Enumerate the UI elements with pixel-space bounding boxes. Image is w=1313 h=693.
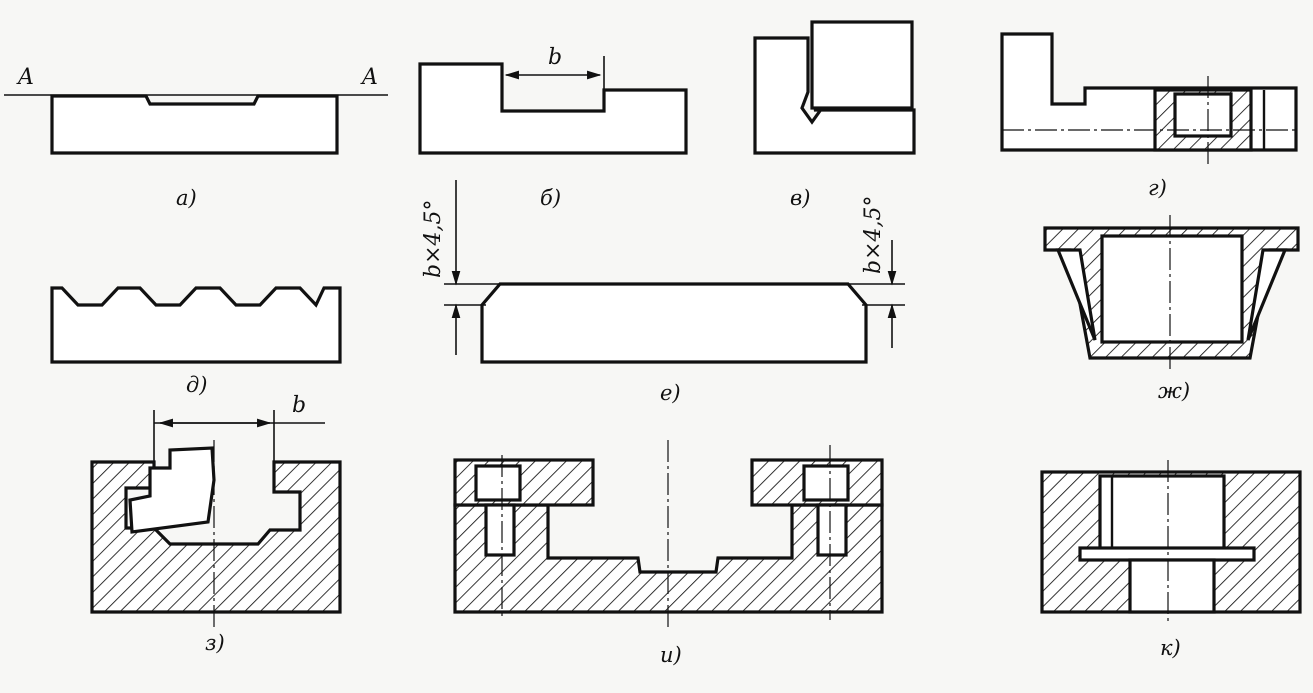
caption-e: е) (660, 381, 681, 405)
section-label-right: A (360, 65, 378, 90)
dim-b-label: b (548, 45, 562, 70)
caption-d: д) (186, 373, 208, 397)
section-label-left: A (16, 65, 34, 90)
part-z-cutter (128, 446, 216, 534)
part-i-hatched-base (453, 503, 884, 614)
dim-z-label: b (292, 393, 306, 418)
caption-g: г) (1148, 176, 1167, 200)
view-a: A A а) (4, 65, 388, 210)
part-e-body (480, 282, 868, 364)
part-i-screw-shank-right (816, 503, 848, 557)
part-zh-left-taper (1055, 248, 1097, 341)
dim-chamfer-right-label: b×4,5° (861, 195, 886, 274)
view-d: д) (50, 286, 342, 397)
part-a-body (50, 94, 339, 155)
dim-chamfer-left-label: b×4,5° (421, 199, 446, 278)
caption-a: а) (176, 186, 197, 210)
part-i-screw-head-right (802, 464, 850, 502)
view-k: к) (1040, 460, 1302, 660)
caption-v: в) (790, 186, 810, 210)
part-b-body (418, 62, 688, 155)
view-i: и) (453, 440, 884, 667)
part-zh-bore (1100, 234, 1244, 344)
part-g-bore (1173, 92, 1233, 138)
caption-zh: ж) (1158, 379, 1190, 403)
caption-k: к) (1160, 636, 1181, 660)
view-v: в) (753, 20, 916, 210)
part-k-groove (1078, 546, 1256, 562)
view-z: b з) (90, 393, 342, 655)
caption-b: б) (540, 186, 561, 210)
part-k-upper-bore (1098, 474, 1226, 552)
view-g: г) (1000, 32, 1298, 200)
caption-i: и) (660, 643, 682, 667)
view-zh: ж) (1043, 215, 1300, 403)
view-e: b×4,5° b×4,5° е) (421, 180, 905, 405)
part-i-screw-shank-left (484, 503, 516, 557)
part-i-screw-head-left (474, 464, 522, 502)
part-v-tool (810, 20, 914, 110)
part-z-hatched-body (90, 460, 342, 614)
part-d-body (50, 286, 342, 364)
part-k-lower-bore (1128, 558, 1216, 614)
view-b: b б) (418, 45, 688, 210)
part-zh-right-taper (1246, 248, 1288, 341)
caption-z: з) (205, 631, 225, 655)
